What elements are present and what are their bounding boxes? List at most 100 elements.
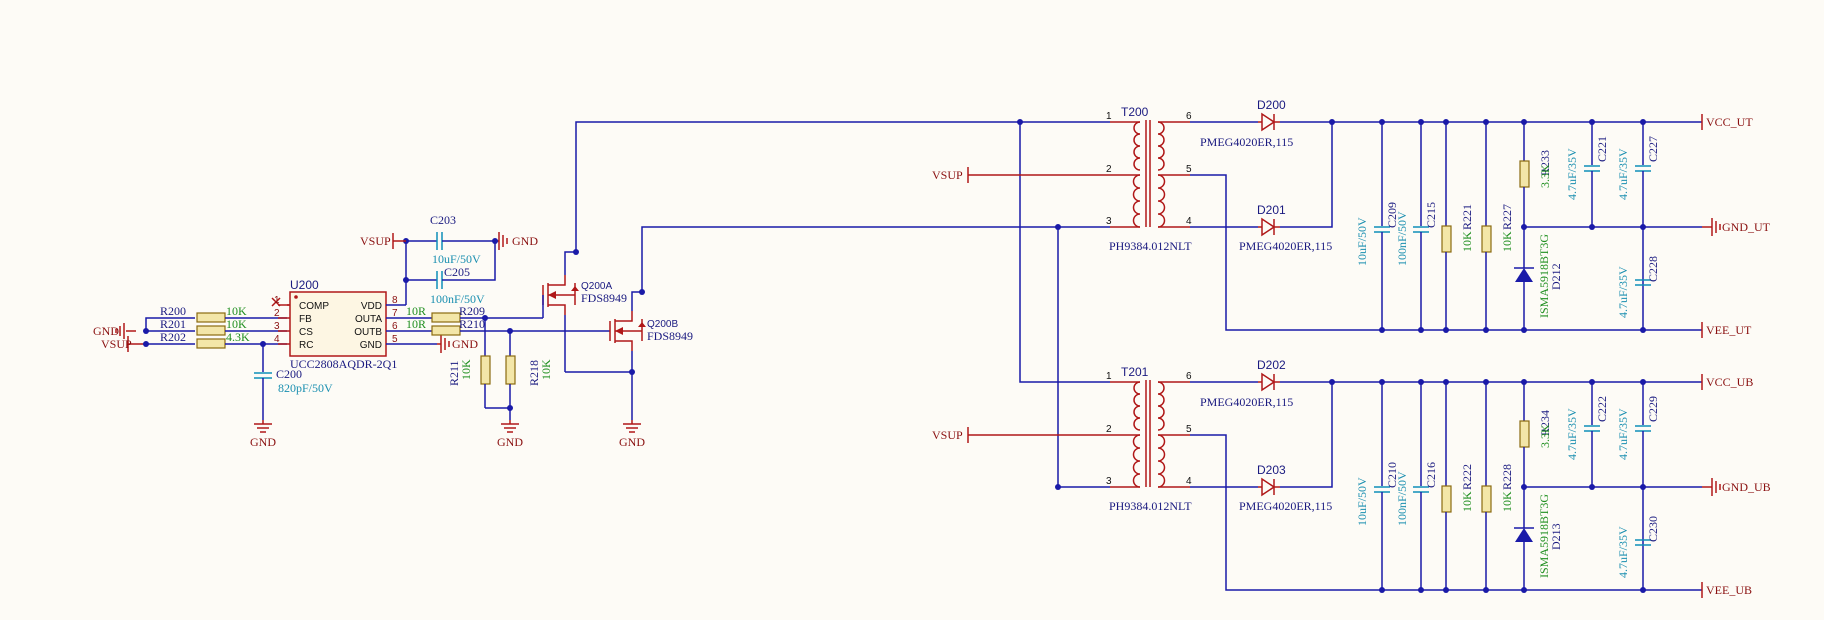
d213-part: ISMA5918BT3G bbox=[1537, 494, 1551, 578]
junction-dot bbox=[1443, 327, 1449, 333]
gnd-symbol-mosfet bbox=[623, 420, 641, 433]
junction-dots bbox=[1379, 119, 1646, 593]
net-label-vee-ut: VEE_UT bbox=[1706, 323, 1752, 337]
diode-d202[interactable] bbox=[1258, 372, 1280, 392]
junction-dot bbox=[1640, 119, 1646, 125]
d202-ref: D202 bbox=[1257, 358, 1286, 372]
transformer-t201[interactable] bbox=[1110, 380, 1190, 488]
c215-value: 100nF/50V bbox=[1395, 211, 1409, 266]
channel-ut: VSUP T200 PH9384.012NLT 1 2 3 6 5 4 D200… bbox=[932, 98, 1771, 338]
diode-d201[interactable] bbox=[1258, 217, 1280, 237]
resistor-r228[interactable] bbox=[1481, 485, 1492, 513]
junction-dot bbox=[1640, 327, 1646, 333]
junction-dot bbox=[1443, 119, 1449, 125]
d213-ref: D213 bbox=[1549, 523, 1563, 550]
zener-d212[interactable] bbox=[1514, 267, 1534, 282]
resistor-r222[interactable] bbox=[1441, 485, 1452, 513]
r209-ref: R209 bbox=[459, 304, 485, 318]
diode-d203[interactable] bbox=[1258, 477, 1280, 497]
port-gnd-ub[interactable]: GND_UB bbox=[1702, 478, 1771, 496]
r234-value: 3.3K bbox=[1538, 424, 1552, 448]
resistor-r234[interactable] bbox=[1519, 420, 1530, 448]
junction-dot bbox=[1418, 119, 1424, 125]
t200-pin-3: 3 bbox=[1106, 216, 1112, 227]
ic-pin-name-outa: OUTA bbox=[355, 314, 382, 325]
vsup-port-c203[interactable]: VSUP bbox=[360, 233, 406, 249]
t201-pin-1: 1 bbox=[1106, 371, 1112, 382]
vsup-port-left[interactable]: VSUP bbox=[101, 336, 146, 352]
vsup-port-t200[interactable]: VSUP bbox=[932, 167, 1110, 183]
gnd-symbol-c200 bbox=[254, 420, 272, 433]
resistor-r201[interactable] bbox=[196, 325, 226, 336]
port-gnd-ut[interactable]: GND_UT bbox=[1702, 218, 1771, 236]
resistor-r211[interactable] bbox=[480, 355, 491, 385]
resistor-r233[interactable] bbox=[1519, 160, 1530, 188]
r201-ref: R201 bbox=[160, 317, 186, 331]
r228-value: 10K bbox=[1500, 491, 1514, 512]
junction-dot bbox=[1483, 327, 1489, 333]
c222-ref: C222 bbox=[1595, 396, 1609, 422]
junction-dot bbox=[1521, 379, 1527, 385]
q200a-part: FDS8949 bbox=[581, 291, 627, 305]
gnd-label-mosfet: GND bbox=[619, 435, 645, 449]
c229-value: 4.7uF/35V bbox=[1616, 408, 1630, 460]
ic-pin-num-5: 5 bbox=[392, 334, 398, 345]
ic-pin-name-vdd: VDD bbox=[361, 301, 382, 312]
ic-pin-num-7: 7 bbox=[392, 308, 398, 319]
mosfet-q200a[interactable] bbox=[542, 275, 579, 315]
d212-part: ISMA5918BT3G bbox=[1537, 234, 1551, 318]
t201-pin-4: 4 bbox=[1186, 476, 1192, 487]
q200a-ref: Q200A bbox=[581, 281, 612, 292]
ic-pin-num-6: 6 bbox=[392, 321, 398, 332]
resistor-r218[interactable] bbox=[505, 355, 516, 385]
resistor-r221[interactable] bbox=[1441, 225, 1452, 253]
net-label-vee-ub: VEE_UB bbox=[1706, 583, 1752, 597]
transformer-t200[interactable] bbox=[1110, 120, 1190, 228]
ic-pin-name-comp: COMP bbox=[299, 301, 329, 312]
gnd-port-left[interactable]: GND bbox=[93, 323, 136, 339]
d201-ref: D201 bbox=[1257, 203, 1286, 217]
junction-dot bbox=[1379, 587, 1385, 593]
port-vee-ut[interactable]: VEE_UT bbox=[1701, 322, 1752, 338]
junction-dot bbox=[1640, 587, 1646, 593]
t200-pin-4: 4 bbox=[1186, 216, 1192, 227]
vsup-port-t201[interactable]: VSUP bbox=[932, 427, 1110, 443]
ic-pin-name-gnd: GND bbox=[360, 340, 382, 351]
port-vee-ub[interactable]: VEE_UB bbox=[1701, 582, 1752, 598]
resistor-r227[interactable] bbox=[1481, 225, 1492, 253]
r211-value: 10K bbox=[459, 359, 473, 380]
r233-ref: R233 bbox=[1538, 150, 1552, 176]
diode-d200[interactable] bbox=[1258, 112, 1280, 132]
net-label-vcc-ub: VCC_UB bbox=[1706, 375, 1753, 389]
r218-value: 10K bbox=[539, 359, 553, 380]
resistor-r200[interactable] bbox=[196, 312, 226, 323]
c216-ref: C216 bbox=[1424, 462, 1438, 488]
r202-value: 4.3K bbox=[226, 330, 250, 344]
d202-part: PMEG4020ER,115 bbox=[1200, 395, 1293, 409]
c221-ref: C221 bbox=[1595, 136, 1609, 162]
resistor-r209[interactable] bbox=[431, 312, 461, 323]
t200-pin-2: 2 bbox=[1106, 164, 1112, 175]
c227-ref: C227 bbox=[1646, 136, 1660, 162]
port-vcc-ub[interactable]: VCC_UB bbox=[1701, 374, 1753, 390]
ic-u200[interactable] bbox=[289, 291, 387, 357]
c227-value: 4.7uF/35V bbox=[1616, 148, 1630, 200]
ic-pin-name-fb: FB bbox=[299, 314, 312, 325]
resistor-r210[interactable] bbox=[431, 325, 461, 336]
r209-value: 10R bbox=[406, 304, 426, 318]
zener-d213[interactable] bbox=[1514, 527, 1534, 542]
r201-value: 10K bbox=[226, 317, 247, 331]
t200-pin-5: 5 bbox=[1186, 164, 1192, 175]
ic-pin-num-2: 2 bbox=[274, 308, 280, 319]
c203-value: 10uF/50V bbox=[432, 252, 481, 266]
port-vcc-ut[interactable]: VCC_UT bbox=[1701, 114, 1753, 130]
u200-ref: U200 bbox=[290, 278, 319, 292]
mosfet-q200b[interactable] bbox=[609, 311, 646, 351]
resistor-r202[interactable] bbox=[196, 338, 226, 349]
ic-pin-name-cs: CS bbox=[299, 327, 313, 338]
junction-dot bbox=[1379, 119, 1385, 125]
junction-dot bbox=[1589, 379, 1595, 385]
d203-ref: D203 bbox=[1257, 463, 1286, 477]
junction-dot bbox=[1483, 379, 1489, 385]
net-label-gnd-ub: GND_UB bbox=[1722, 480, 1771, 494]
